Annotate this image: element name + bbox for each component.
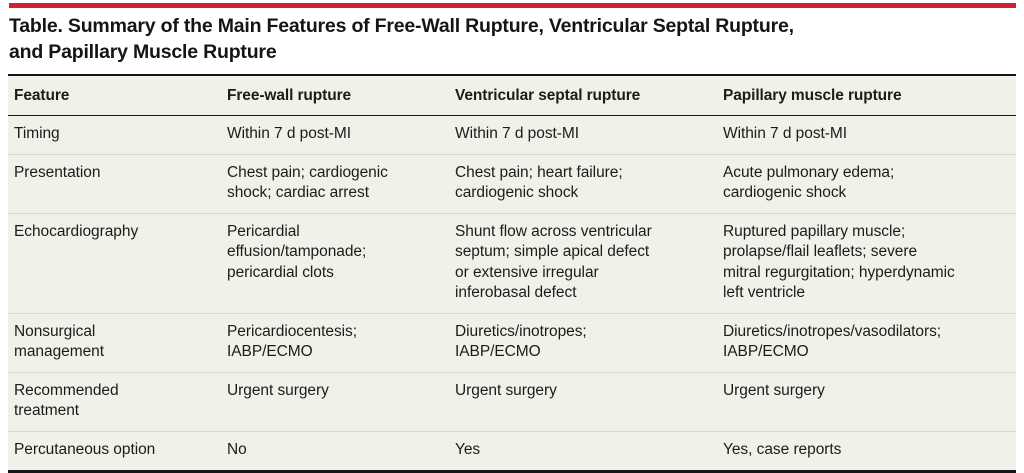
cell-text-line: pericardial clots	[227, 263, 334, 281]
cell-text-line: mitral regurgitation; hyperdynamic	[723, 263, 955, 281]
cell-text-line: septum; simple apical defect	[455, 243, 650, 260]
cell-text-line: Yes	[455, 440, 481, 458]
cell-text-line: cardiogenic shock	[455, 184, 579, 201]
cell-text-line: Urgent surgery	[723, 381, 825, 399]
cell-text-line: IABP/ECMO	[455, 343, 541, 360]
summary-table: Feature Free-wall rupture Ventricular se…	[8, 76, 1016, 470]
cell-text-line: Chest pain; cardiogenic	[227, 163, 388, 181]
summary-table-container: Feature Free-wall rupture Ventricular se…	[8, 74, 1016, 473]
cell-text-line: Diuretics/inotropes/vasodilators;	[723, 322, 942, 340]
cell-text-line: Within 7 d post-MI	[455, 125, 580, 142]
cell-ventricular-septal-rupture: Urgent surgery	[449, 372, 717, 432]
cell-text-line: Chest pain; heart failure;	[455, 163, 623, 181]
cell-text-line: Recommended	[14, 381, 119, 399]
table-row: Echocardiography Pericardial effusion/tamp…	[8, 213, 1016, 314]
cell-text-line: Within 7 d post-MI	[227, 125, 352, 142]
column-header-feature: Feature	[8, 76, 221, 116]
column-header-papillary-muscle-rupture: Papillary muscle rupture	[717, 76, 1016, 116]
cell-text-line: cardiogenic shock	[723, 184, 847, 201]
cell-text-line: Ruptured papillary muscle;	[723, 222, 906, 240]
cell-text-line: treatment	[14, 402, 80, 419]
cell-feature: Presentation	[8, 154, 221, 214]
cell-papillary-muscle-rupture: Within 7 d post-MI	[717, 115, 1016, 155]
cell-text-line: left ventricle	[723, 284, 805, 301]
cell-free-wall-rupture: Urgent surgery	[221, 372, 449, 432]
cell-text-line: management	[14, 343, 104, 360]
cell-text-line: Diuretics/inotropes;	[455, 322, 587, 340]
cell-papillary-muscle-rupture: Diuretics/inotropes/vasodilators; IABP/EC…	[717, 313, 1016, 373]
cell-text-line: IABP/ECMO	[723, 343, 809, 360]
cell-free-wall-rupture: Pericardial effusion/tamponade; pericardia…	[221, 213, 449, 314]
cell-feature: Recommended treatment	[8, 372, 221, 432]
cell-feature: Echocardiography	[8, 213, 221, 314]
accent-rule	[9, 3, 1016, 8]
cell-ventricular-septal-rupture: Shunt flow across ventricular septum; sim…	[449, 213, 717, 314]
cell-free-wall-rupture: Pericardiocentesis; IABP/ECMO	[221, 313, 449, 373]
cell-text-line: Percutaneous option	[14, 440, 156, 458]
table-header-row: Feature Free-wall rupture Ventricular se…	[8, 76, 1016, 116]
cell-ventricular-septal-rupture: Diuretics/inotropes; IABP/ECMO	[449, 313, 717, 373]
cell-text-line: No	[227, 440, 247, 458]
cell-feature: Timing	[8, 115, 221, 155]
cell-ventricular-septal-rupture: Chest pain; heart failure; cardiogenic sh…	[449, 154, 717, 214]
cell-text-line: prolapse/flail leaflets; severe	[723, 243, 918, 260]
cell-text-line: Pericardial	[227, 222, 300, 240]
cell-feature: Nonsurgical management	[8, 313, 221, 373]
cell-text-line: Presentation	[14, 163, 101, 181]
column-header-ventricular-septal-rupture: Ventricular septal rupture	[449, 76, 717, 116]
cell-text-line: inferobasal defect	[455, 284, 577, 301]
table-row: Recommended treatment Urgent surgery Urgent…	[8, 372, 1016, 432]
cell-text-line: shock; cardiac arrest	[227, 184, 369, 201]
cell-text-line: IABP/ECMO	[227, 343, 313, 360]
cell-text-line: Yes, case reports	[723, 440, 842, 458]
table-header: Feature Free-wall rupture Ventricular se…	[8, 76, 1016, 116]
cell-text-line: effusion/tamponade;	[227, 243, 367, 260]
cell-text-line: Within 7 d post-MI	[723, 125, 848, 142]
cell-free-wall-rupture: Chest pain; cardiogenic shock; cardiac ar…	[221, 154, 449, 214]
cell-text-line: or extensive irregular	[455, 263, 599, 281]
table-body: Timing Within 7 d post-MI Within 7 d post-…	[8, 115, 1016, 471]
table-title-line-2: and Papillary Muscle Rupture	[9, 41, 277, 63]
cell-ventricular-septal-rupture: Within 7 d post-MI	[449, 115, 717, 155]
cell-papillary-muscle-rupture: Ruptured papillary muscle; prolapse/flail…	[717, 213, 1016, 314]
table-title-line-1: Table. Summary of the Main Features of F…	[9, 15, 794, 37]
cell-text-line: Echocardiography	[14, 222, 139, 240]
table-figure-page: Table. Summary of the Main Features of F…	[8, 3, 1016, 473]
cell-papillary-muscle-rupture: Urgent surgery	[717, 372, 1016, 432]
cell-text-line: Acute pulmonary edema;	[723, 163, 895, 181]
cell-text-line: Timing	[14, 125, 60, 142]
cell-text-line: Shunt flow across ventricular	[455, 222, 652, 240]
table-row: Nonsurgical management Pericardiocentesis;…	[8, 313, 1016, 373]
cell-free-wall-rupture: Within 7 d post-MI	[221, 115, 449, 155]
cell-text-line: Urgent surgery	[227, 381, 329, 399]
table-row: Timing Within 7 d post-MI Within 7 d post-…	[8, 115, 1016, 155]
cell-text-line: Urgent surgery	[455, 381, 557, 399]
cell-text-line: Pericardiocentesis;	[227, 322, 357, 340]
column-header-free-wall-rupture: Free-wall rupture	[221, 76, 449, 116]
table-row: Presentation Chest pain; cardiogenic shock…	[8, 154, 1016, 214]
table-title: Table. Summary of the Main Features of F…	[9, 13, 1009, 65]
cell-papillary-muscle-rupture: Acute pulmonary edema; cardiogenic shock	[717, 154, 1016, 214]
cell-text-line: Nonsurgical	[14, 322, 96, 340]
